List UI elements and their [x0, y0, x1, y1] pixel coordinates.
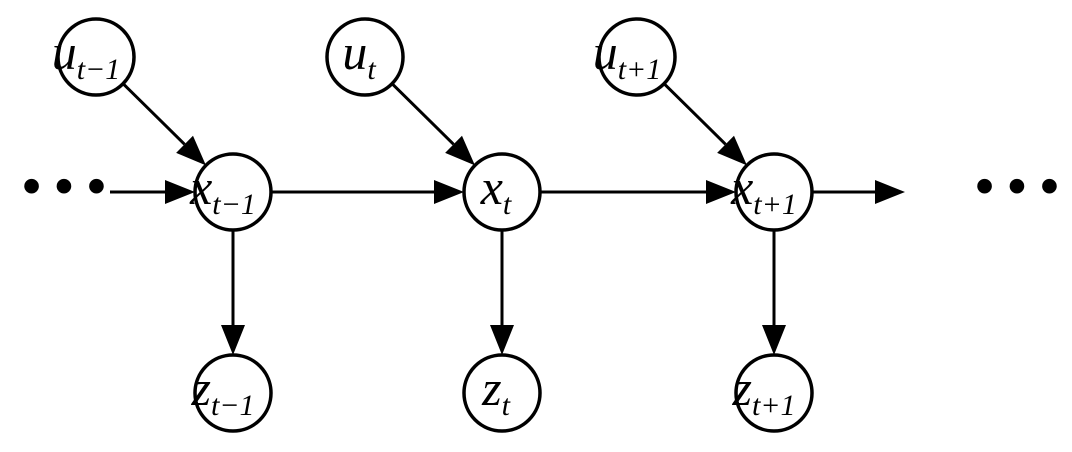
edge-ellipsis_left-to-x_prev: [110, 180, 195, 204]
node-subscript: t−1: [77, 53, 121, 86]
node-label: zt+1: [731, 360, 795, 422]
edge-x_curr-to-z_curr: [490, 230, 514, 355]
edge-u_next-to-x_next: [663, 82, 747, 166]
node-label: ut+1: [593, 24, 662, 86]
arrow-head: [717, 135, 747, 166]
edge-x_prev-to-x_curr: [271, 180, 464, 204]
node-variable: z: [731, 360, 751, 416]
edge-x_next-to-z_next: [762, 230, 786, 355]
node-circle: [193, 353, 273, 433]
node-variable: u: [342, 24, 367, 80]
edge-u_curr-to-x_curr: [391, 82, 475, 166]
arrow-head: [176, 135, 206, 166]
arrow-head: [165, 180, 195, 204]
node-label: zt−1: [190, 360, 254, 422]
node-label: xt: [480, 159, 512, 221]
node-u_next: ut+1: [593, 17, 677, 97]
node-label: ut: [342, 24, 376, 86]
arrow-head: [434, 180, 464, 204]
node-circle: [462, 152, 542, 232]
node-z_prev: zt−1: [190, 353, 273, 433]
node-variable: z: [481, 360, 501, 416]
node-u_prev: ut−1: [52, 17, 136, 97]
node-circle: [193, 152, 273, 232]
node-subscript: t: [367, 53, 376, 86]
arrow-head: [706, 180, 736, 204]
node-label: xt−1: [189, 159, 256, 221]
edge-x_curr-to-x_next: [540, 180, 736, 204]
node-circle: [734, 152, 814, 232]
edges-layer: [110, 82, 905, 355]
node-subscript: t+1: [753, 188, 797, 221]
node-circle: [734, 353, 814, 433]
arrow-head: [762, 325, 786, 355]
node-u_curr: ut: [325, 17, 405, 97]
arrow-head: [221, 325, 245, 355]
node-variable: x: [189, 159, 212, 215]
node-variable: x: [480, 159, 503, 215]
node-subscript: t: [503, 188, 512, 221]
node-subscript: t+1: [618, 53, 662, 86]
edge-line: [122, 82, 186, 146]
arrow-head: [445, 135, 475, 166]
edge-line: [663, 82, 727, 146]
node-subscript: t: [502, 389, 511, 422]
node-label: zt: [481, 360, 510, 422]
node-circle: [597, 17, 677, 97]
node-z_next: zt+1: [731, 353, 814, 433]
edge-line: [391, 82, 455, 146]
arrow-head: [490, 325, 514, 355]
node-subscript: t−1: [211, 389, 255, 422]
edge-x_next-to-ellipsis_right: [812, 180, 905, 204]
node-subscript: t−1: [212, 188, 256, 221]
node-circle: [56, 17, 136, 97]
node-variable: u: [52, 24, 77, 80]
node-label: xt+1: [730, 159, 797, 221]
node-label: ut−1: [52, 24, 121, 86]
edge-u_prev-to-x_prev: [122, 82, 206, 166]
node-circle: [462, 353, 542, 433]
node-x_prev: xt−1: [189, 152, 273, 232]
node-circle: [325, 17, 405, 97]
node-variable: x: [730, 159, 753, 215]
node-variable: z: [190, 360, 210, 416]
edge-x_prev-to-z_prev: [221, 230, 245, 355]
node-z_curr: zt: [462, 353, 542, 433]
ellipsis-left: • • •: [22, 156, 106, 216]
ellipsis-right: • • •: [975, 156, 1059, 216]
node-x_next: xt+1: [730, 152, 814, 232]
node-variable: u: [593, 24, 618, 80]
node-x_curr: xt: [462, 152, 542, 232]
arrow-head: [875, 180, 905, 204]
node-subscript: t+1: [752, 389, 796, 422]
